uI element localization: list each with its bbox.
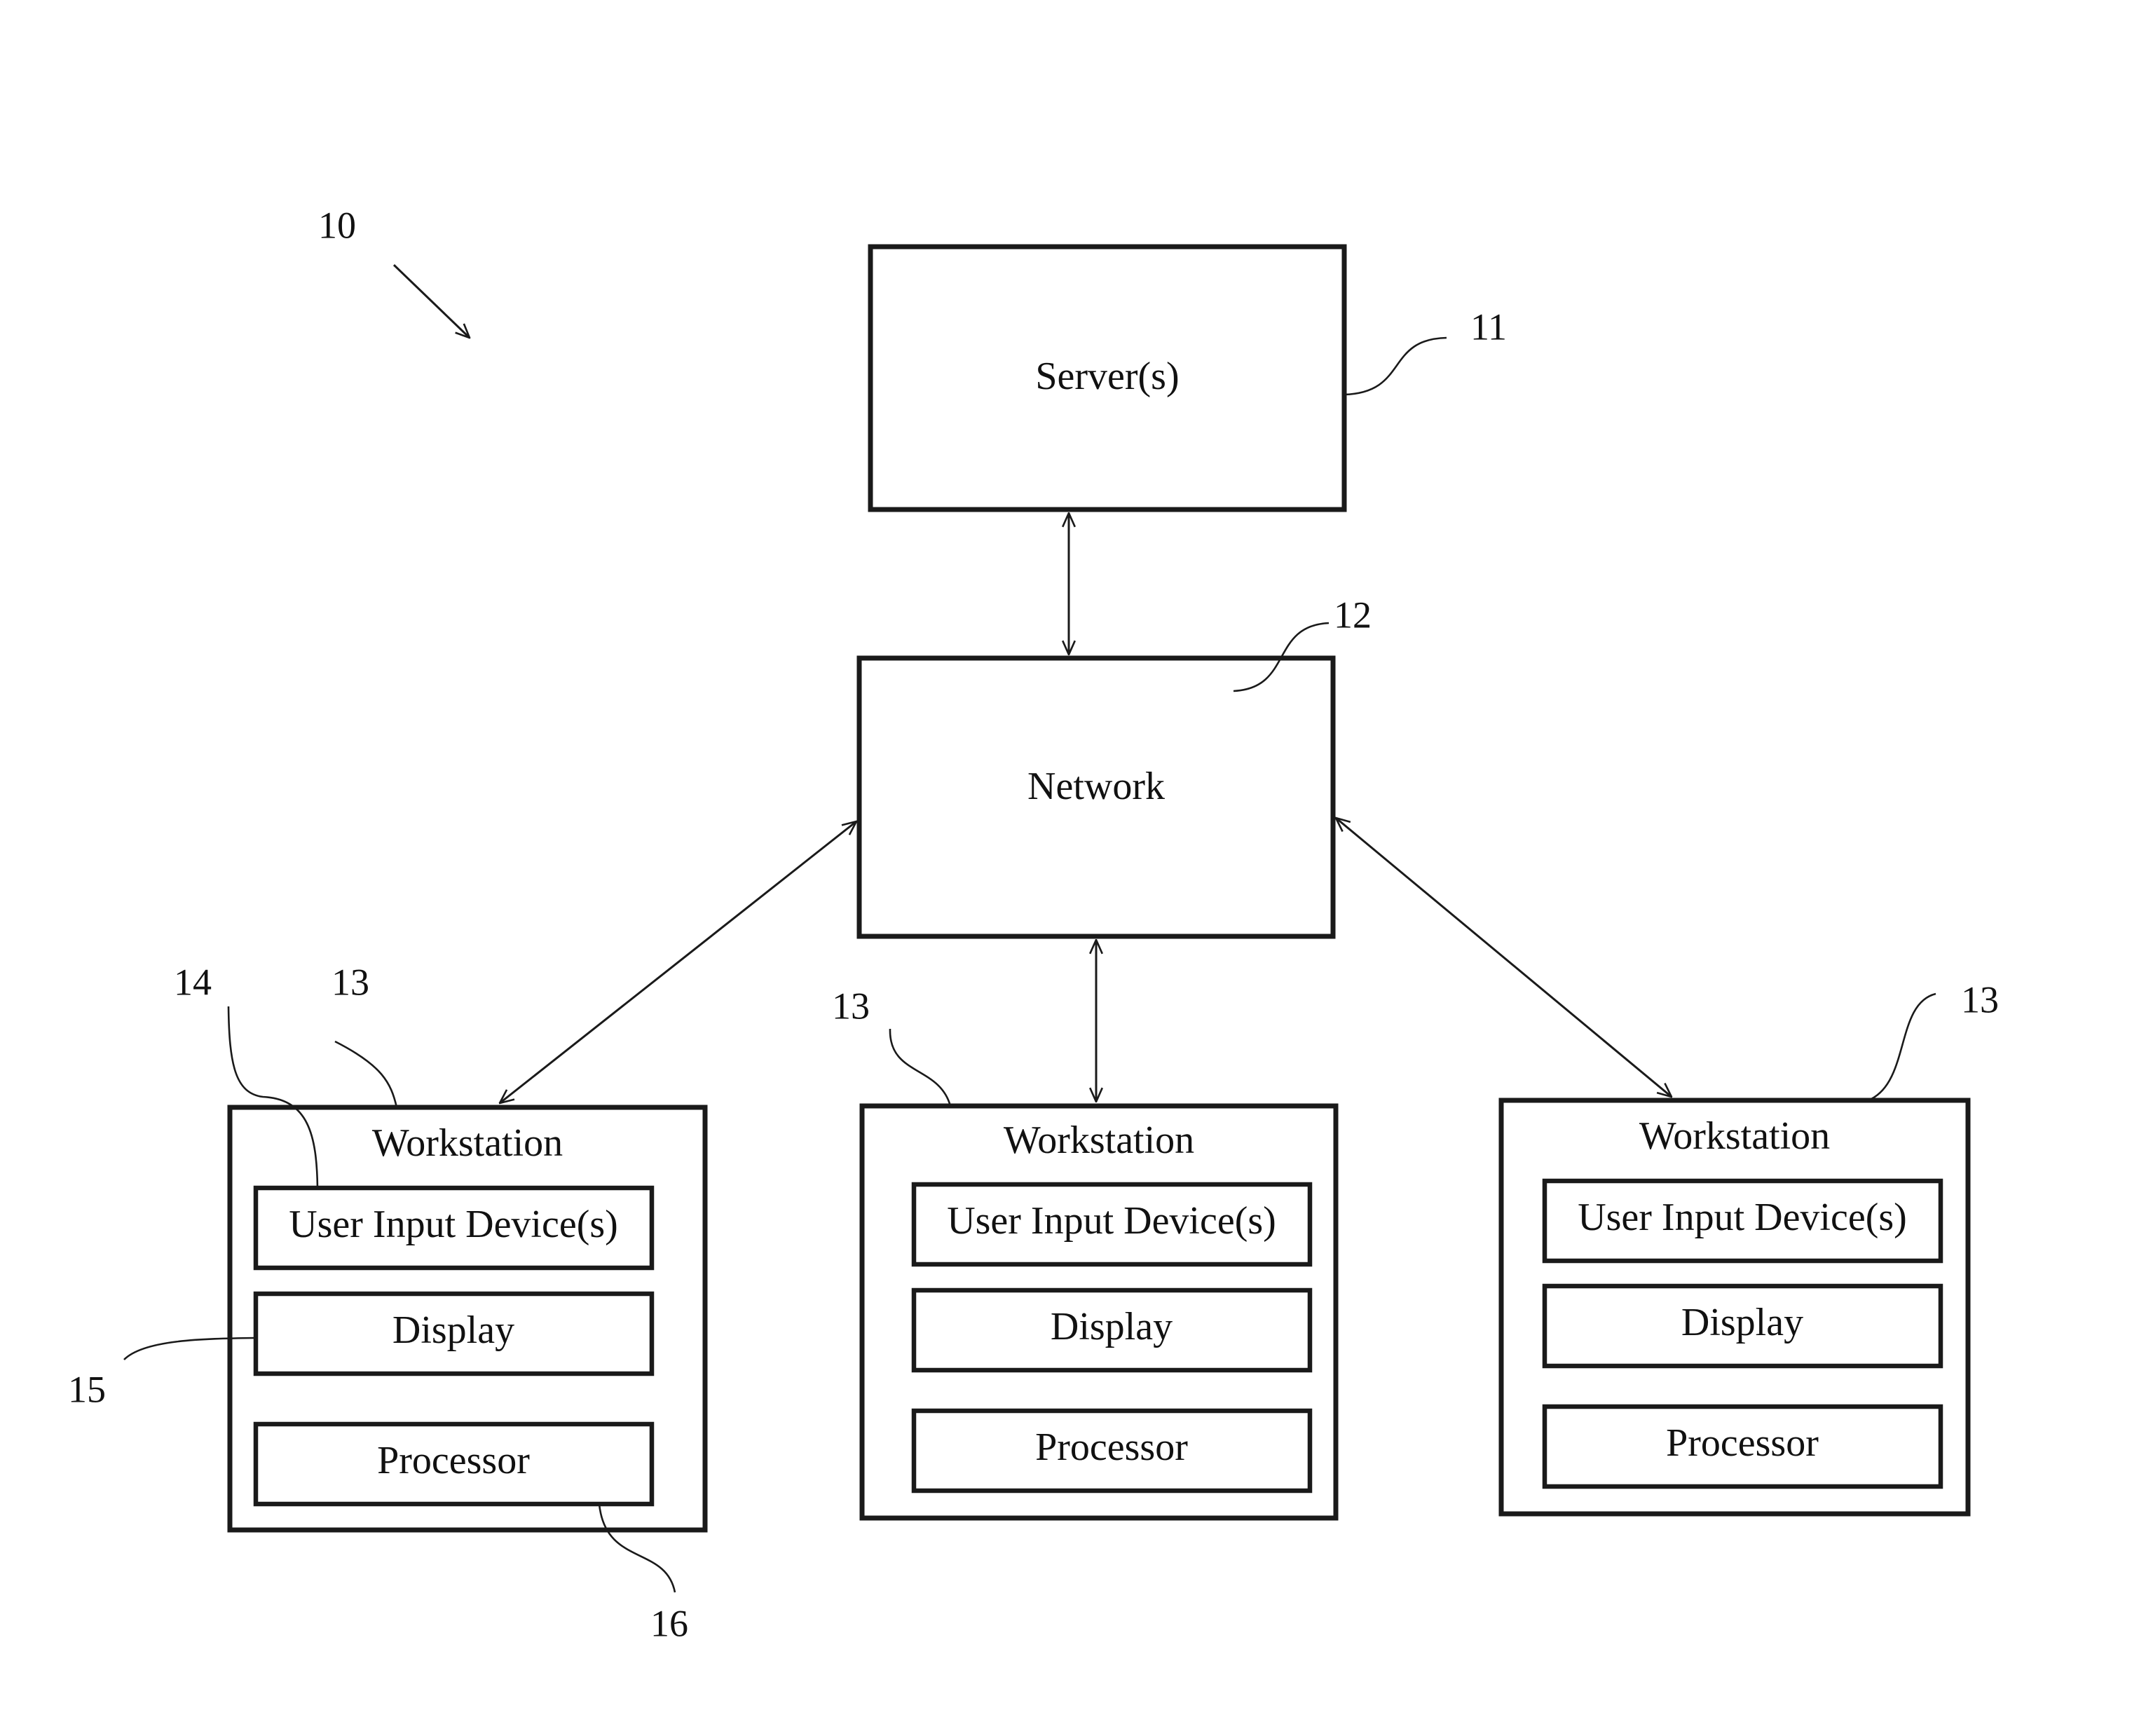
workstation-center-display-label: Display xyxy=(1051,1305,1173,1348)
server-ref-11: 11 xyxy=(1470,306,1507,348)
workstation-center-processor-label: Processor xyxy=(1035,1426,1188,1469)
workstation-left: Workstation User Input Device(s) Display… xyxy=(230,1107,705,1530)
workstation-right-input-label: User Input Device(s) xyxy=(1578,1196,1907,1239)
figure-pointer-arrow xyxy=(394,265,470,338)
network-workstation-left-link xyxy=(500,821,856,1103)
workstation-right-ref-leader xyxy=(1871,994,1936,1099)
figure-ref-10: 10 xyxy=(318,204,356,246)
workstation-left-processor-label: Processor xyxy=(377,1439,530,1482)
workstation-right-title: Workstation xyxy=(1639,1114,1830,1158)
workstation-right: Workstation User Input Device(s) Display… xyxy=(1501,1100,1968,1514)
workstation-left-display-label: Display xyxy=(392,1308,514,1352)
input-device-ref-14: 14 xyxy=(174,961,212,1003)
server-ref-leader xyxy=(1344,338,1447,395)
network-workstation-right-link xyxy=(1336,818,1672,1097)
workstation-left-ref-leader xyxy=(335,1041,397,1107)
workstation-left-title: Workstation xyxy=(372,1121,563,1165)
workstation-left-input-label: User Input Device(s) xyxy=(289,1203,618,1246)
workstation-center-ref-13: 13 xyxy=(832,985,870,1027)
workstation-center-title: Workstation xyxy=(1004,1119,1194,1162)
workstation-right-display-label: Display xyxy=(1681,1301,1803,1344)
network-ref-12: 12 xyxy=(1334,594,1372,636)
workstation-right-processor-label: Processor xyxy=(1666,1421,1819,1465)
workstation-right-ref-13: 13 xyxy=(1961,978,1999,1020)
workstation-center: Workstation User Input Device(s) Display… xyxy=(862,1106,1336,1518)
display-ref-15: 15 xyxy=(68,1368,106,1410)
server-label: Server(s) xyxy=(1035,355,1179,398)
network-label: Network xyxy=(1027,765,1165,808)
workstation-left-ref-13: 13 xyxy=(332,961,369,1003)
workstation-center-ref-leader xyxy=(890,1029,950,1106)
processor-ref-16: 16 xyxy=(650,1602,688,1644)
workstation-center-input-label: User Input Device(s) xyxy=(947,1199,1276,1243)
